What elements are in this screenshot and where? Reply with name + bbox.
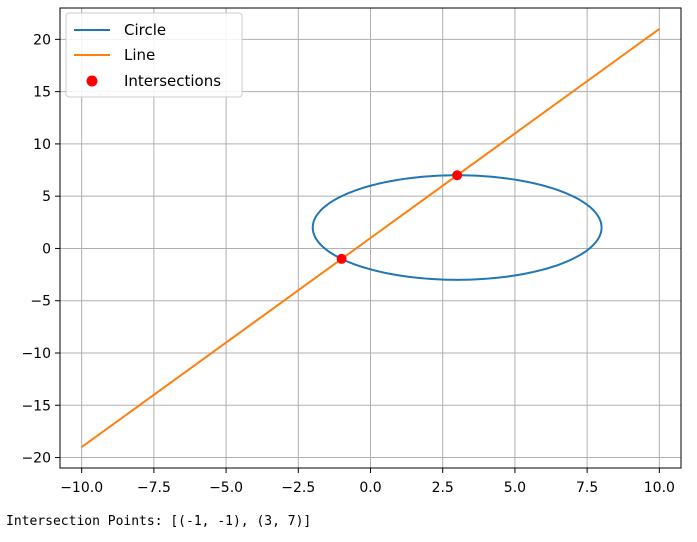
circle-series xyxy=(311,174,603,281)
output-text: Intersection Points: [(-1, -1), (3, 7)] xyxy=(6,514,312,529)
y-tick-label: −10 xyxy=(21,346,51,362)
y-tick-label: 15 xyxy=(33,85,51,101)
y-tick-label: 10 xyxy=(33,137,51,153)
line-series xyxy=(81,28,660,448)
chart: −10.0 −7.5 −5.0 −2.5 0.0 2.5 5.0 7.5 10.0 −20 −15 −… xyxy=(21,7,682,496)
y-tick-label: −20 xyxy=(21,451,51,467)
legend-line-label: Line xyxy=(124,46,155,64)
x-tick-label: 10.0 xyxy=(644,480,675,496)
data-layer xyxy=(81,28,660,448)
x-tick-label: −2.5 xyxy=(281,480,315,496)
y-tick-label: 0 xyxy=(42,241,51,257)
y-tick-label: −15 xyxy=(21,398,51,414)
x-tick-label: −10.0 xyxy=(60,480,103,496)
y-tick-label: −5 xyxy=(30,294,51,310)
legend-circle-label: Circle xyxy=(124,21,166,39)
x-tick-label: −5.0 xyxy=(209,480,243,496)
legend-box xyxy=(65,12,243,98)
x-tick-label: 0.0 xyxy=(359,480,381,496)
legend-intersections-label: Intersections xyxy=(124,72,221,90)
x-tick-label: 2.5 xyxy=(432,480,454,496)
legend-intersections-swatch xyxy=(86,75,98,87)
y-tick-label: 20 xyxy=(33,32,51,48)
intersection-point xyxy=(452,170,463,181)
x-tick-label: 7.5 xyxy=(576,480,598,496)
intersection-point xyxy=(336,253,347,264)
x-tick-label: 5.0 xyxy=(504,480,526,496)
x-tick-label: −7.5 xyxy=(137,480,171,496)
y-tick-label: 5 xyxy=(42,189,51,205)
ticks: −10.0 −7.5 −5.0 −2.5 0.0 2.5 5.0 7.5 10.0 −20 −15 −… xyxy=(21,32,674,496)
legend: Circle Line Intersections xyxy=(65,12,243,98)
